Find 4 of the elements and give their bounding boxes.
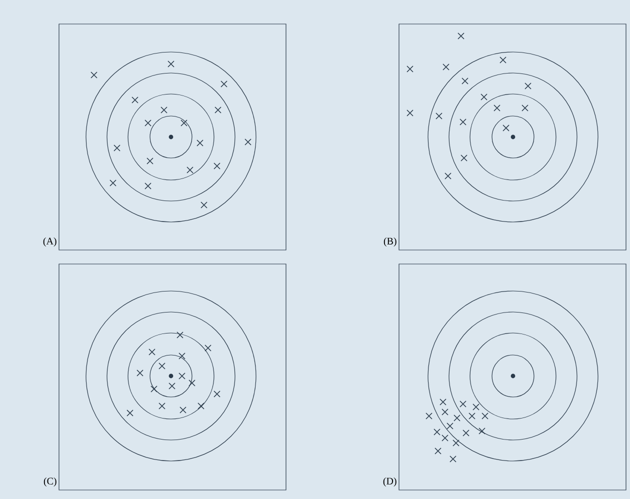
panel-label: (B) [384,237,396,247]
panel-label: (D) [383,477,396,487]
panel-label: (A) [43,237,56,247]
panel-label: (C) [44,477,56,487]
